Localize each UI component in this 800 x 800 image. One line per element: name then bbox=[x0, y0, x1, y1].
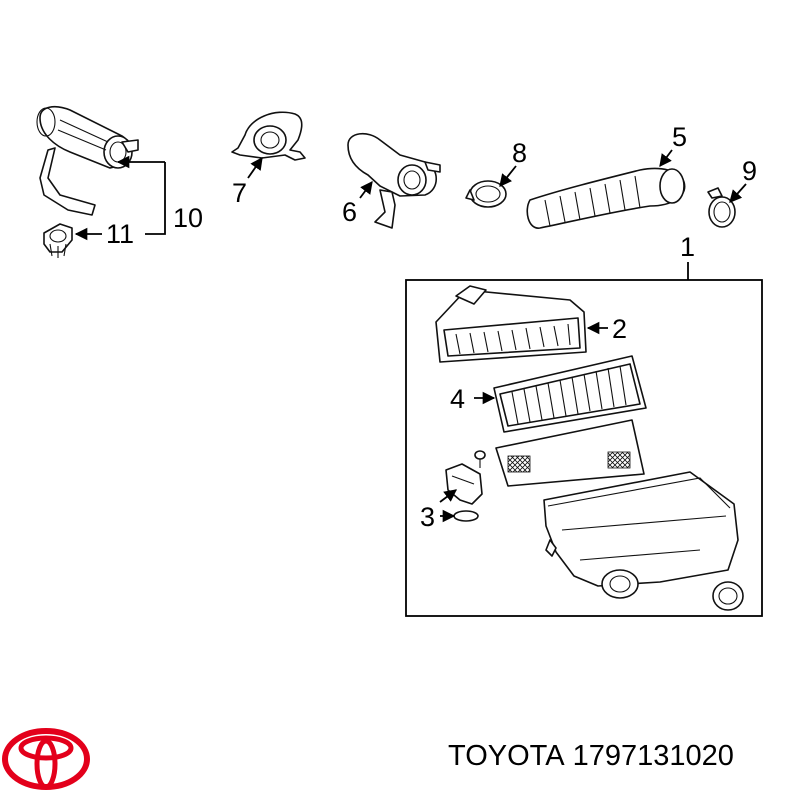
callout-5: 5 bbox=[672, 122, 687, 152]
corrugated-hose-part-5 bbox=[526, 167, 686, 229]
air-cleaner-cap-part-2 bbox=[435, 285, 587, 363]
part-number: 1797131020 bbox=[572, 740, 734, 772]
brand-name: TOYOTA bbox=[448, 740, 565, 772]
leader-lines bbox=[74, 149, 747, 523]
filter-element-part-4 bbox=[493, 355, 647, 433]
hose-clamp-part-8 bbox=[465, 180, 507, 208]
callout-1: 1 bbox=[680, 232, 695, 262]
callout-9: 9 bbox=[742, 156, 757, 186]
insulator-part-7 bbox=[231, 111, 306, 161]
screw bbox=[474, 450, 486, 468]
callout-2: 2 bbox=[612, 314, 627, 344]
filter-tray bbox=[495, 419, 645, 487]
callout-10: 10 bbox=[173, 203, 203, 233]
callout-7: 7 bbox=[232, 178, 247, 208]
assembly-frame bbox=[405, 279, 763, 617]
air-cleaner-case bbox=[543, 471, 739, 599]
intake-duct-part-10 bbox=[36, 105, 139, 216]
elbow-duct-part-6 bbox=[347, 132, 441, 229]
clamp-part-9 bbox=[707, 187, 736, 228]
clip-part-11 bbox=[43, 223, 73, 258]
toyota-logo-icon bbox=[2, 728, 90, 790]
case-clamp bbox=[712, 581, 744, 611]
callout-11: 11 bbox=[106, 219, 134, 249]
callout-3: 3 bbox=[420, 502, 435, 532]
callout-6: 6 bbox=[342, 197, 357, 227]
callout-4: 4 bbox=[450, 384, 465, 414]
callout-8: 8 bbox=[512, 138, 527, 168]
